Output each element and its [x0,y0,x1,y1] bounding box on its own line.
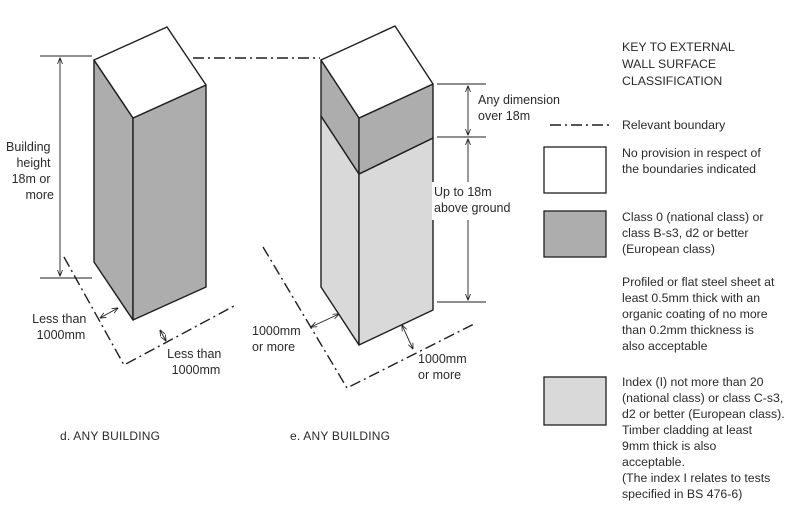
key-item-class-0: Class 0 (national class) or class B-s3, … [622,210,767,256]
key-swatch-no-provision [543,146,607,194]
diagram-d-left-gap-label: Less than 1000mm [32,312,90,342]
diagram-e-front-gap-label: 1000mm or more [418,352,470,382]
diagram-d-caption: d. ANY BUILDING [60,429,160,443]
key-heading: KEY TO EXTERNAL WALL SURFACE CLASSIFICAT… [622,40,738,88]
key-panel: KEY TO EXTERNAL WALL SURFACE CLASSIFICAT… [543,40,788,501]
diagram-d-roof [93,26,207,119]
diagram-e-left-gap-label: 1000mm or more [252,324,304,354]
key-swatch-class-0 [543,210,607,258]
diagram-e-front-gap-arrow [402,325,413,349]
diagram-d: Building height 18m or more Less than 10… [4,26,235,443]
diagram-d-height-label: Building height 18m or more [6,140,54,202]
diagram-e-left-gap-arrow [311,314,339,327]
diagram-d-front-face [132,84,207,321]
diagram-d-front-gap-arrow [160,330,166,341]
diagram-e-lower-label: Up to 18m above ground [434,185,511,215]
diagram-e: Any dimension over 18m Up to 18m above g… [252,25,572,443]
key-item-no-provision: No provision in respect of the boundarie… [622,146,764,176]
diagram-d-height-label-bg [4,136,58,208]
key-steel-note: Profiled or flat steel sheet at least 0.… [622,275,778,353]
diagram-e-upper-label: Any dimension over 18m [478,93,563,123]
key-item-index-20: Index (I) not more than 20 (national cla… [622,375,788,501]
key-swatch-index-20 [543,376,607,426]
diagram-e-upper-label-bg [476,91,572,125]
key-boundary-label: Relevant boundary [622,118,726,132]
diagram-e-boundary-line [262,246,477,389]
diagram-e-lower-label-bg [432,182,526,220]
diagram-d-left-gap-arrow [100,308,118,318]
diagram-e-caption: e. ANY BUILDING [290,429,390,443]
diagram-d-front-gap-label: Less than 1000mm [167,347,225,377]
diagram-e-roof [320,25,434,119]
